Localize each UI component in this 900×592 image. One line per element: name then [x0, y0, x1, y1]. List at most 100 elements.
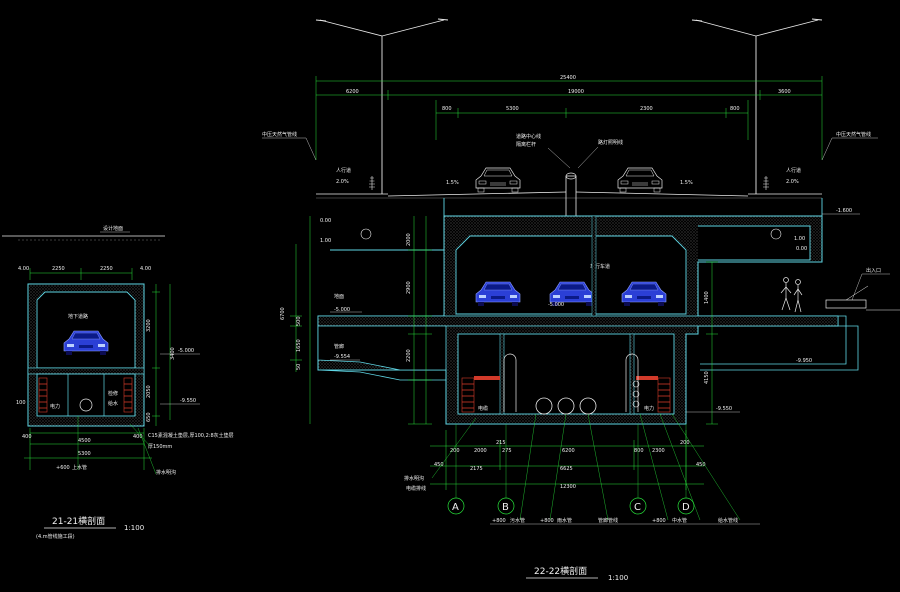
- label-left-outer: 中压天然气管线: [262, 131, 297, 138]
- bdim-9: 200: [680, 440, 690, 446]
- left-dim-bottom-1: 4500: [78, 438, 91, 444]
- level-pipe-right: -9.550: [716, 406, 732, 412]
- level-roof: -1.600: [836, 208, 852, 214]
- bdim-13: 12300: [560, 484, 576, 490]
- label-right-floor: 出入口: [866, 267, 881, 274]
- pedestrians: [780, 277, 803, 313]
- note-6: +800: [652, 518, 666, 524]
- left-vdim-f: 2200: [406, 349, 412, 362]
- street-lamp-right: [691, 18, 823, 194]
- left-vdim-b: 2900: [406, 281, 412, 294]
- left-vdim-c: 500: [296, 316, 302, 326]
- level-floor: -5.000: [548, 302, 564, 308]
- label-left-room: 电缆: [478, 405, 488, 412]
- note-5: 管廊管线: [598, 517, 618, 524]
- svg-text:上水管: 上水管: [72, 464, 87, 471]
- bdim-4: 275: [502, 448, 512, 454]
- label-right-walk: 人行道: [786, 167, 801, 174]
- left-level-lower: -9.550: [180, 398, 196, 404]
- note-1: +800: [492, 518, 506, 524]
- level-floor-2: -5.000: [334, 307, 350, 313]
- note-7: 中水管: [672, 517, 687, 524]
- label-right-slope: 2.0%: [786, 179, 799, 185]
- dim-left: 6200: [346, 89, 359, 95]
- note-3: +800: [540, 518, 554, 524]
- left-level-upper: -5.000: [178, 348, 194, 354]
- axis-label-d: D: [682, 502, 690, 513]
- left-vdim-4: 650: [146, 412, 152, 422]
- axis-label-c: C: [634, 502, 641, 513]
- main-title: 22-22横剖面: [534, 565, 587, 577]
- bdim-8: 2300: [652, 448, 665, 454]
- road-surface: [316, 191, 822, 199]
- left-note-2: 厚150mm: [148, 444, 172, 450]
- label-left-walk: 人行道: [336, 167, 351, 174]
- left-scale: 1:100: [124, 524, 144, 532]
- left-dim-right-top: 4.00: [140, 266, 151, 272]
- pipe-1: [535, 397, 553, 415]
- dim-sub-4: 800: [730, 106, 740, 112]
- svg-text:0.00: 0.00: [796, 246, 807, 252]
- axis-markers: [447, 497, 695, 515]
- left-vdim-3: 2050: [146, 385, 152, 398]
- bdim-10: 450: [696, 462, 706, 468]
- gallery-red-shelves: [461, 376, 671, 413]
- left-note-3: 排水明沟: [156, 469, 176, 476]
- strip-label: 电缆排线: [406, 485, 426, 492]
- bdim-6: 6200: [562, 448, 575, 454]
- left-dim-top-2: 2250: [100, 266, 113, 272]
- label-median-1: 道路中心线: [516, 133, 541, 140]
- axis-label-a: A: [452, 502, 459, 513]
- street-lamp-left: [315, 18, 449, 194]
- left-label-drain: 检修: [108, 390, 118, 397]
- left-title: 21-21横剖面: [52, 515, 105, 527]
- level-ramp: -9.950: [796, 358, 812, 364]
- pipe-gallery-cavity: [457, 333, 675, 415]
- left-vdim-a: 2000: [406, 233, 412, 246]
- dim-right: 3600: [778, 89, 791, 95]
- left-tunnel-cavity: [36, 291, 136, 369]
- left-subtitle: (4.m管线施工段): [36, 533, 75, 540]
- svg-text:+600: +600: [56, 465, 70, 471]
- main-scale: 1:100: [608, 574, 628, 582]
- note-2: 污水管: [510, 517, 525, 524]
- bdim-11: 2175: [470, 466, 483, 472]
- svg-text:400: 400: [22, 434, 32, 440]
- left-vdim-1: 3200: [146, 319, 152, 332]
- left-dim-left-top: 4.00: [18, 266, 29, 272]
- top-dimensions: [315, 76, 823, 160]
- dim-sub-1: 800: [442, 106, 452, 112]
- dim-sub-2: 5300: [506, 106, 519, 112]
- left-dim-top-1: 2250: [52, 266, 65, 272]
- left-pipe: [79, 398, 93, 412]
- left-red-shelves: [38, 377, 133, 413]
- svg-text:400: 400: [133, 434, 143, 440]
- bdim-1: 450: [434, 462, 444, 468]
- left-ground-label: 设计地面: [103, 225, 123, 232]
- left-section: 设计地面 2250 2250 4.00 4.00: [2, 225, 234, 540]
- right-vdim-b: 4150: [704, 371, 710, 384]
- label-right-outer: 中压天然气管线: [836, 131, 871, 138]
- label-lighting: 路灯照明线: [598, 139, 623, 146]
- left-vdim-2: 3400: [170, 347, 176, 360]
- svg-text:100: 100: [16, 400, 26, 406]
- note-4: 雨水管: [557, 517, 572, 524]
- dim-sub-3: 2300: [640, 106, 653, 112]
- main-section: 25400 6200 19000 3600 800 5300 2300 800 …: [262, 18, 900, 582]
- bdim-5: 215: [496, 440, 506, 446]
- note-8: 给水管线: [718, 517, 738, 524]
- svg-text:0.00: 0.00: [320, 218, 331, 224]
- svg-text:1.00: 1.00: [320, 238, 331, 244]
- svg-text:1.00: 1.00: [794, 236, 805, 242]
- dim-middle: 19000: [568, 89, 584, 95]
- note-0: 排水明沟: [404, 475, 424, 482]
- left-label-small-2: 给水: [108, 400, 118, 407]
- bdim-7: 800: [634, 448, 644, 454]
- label-median-2: 隔离栏杆: [516, 141, 536, 148]
- left-tunnel-label: 地下道路: [68, 313, 88, 320]
- left-lower-gallery: [36, 373, 136, 417]
- label-tunnel: 车行车道: [590, 263, 610, 270]
- bdim-2: 200: [450, 448, 460, 454]
- dim-overall: 25400: [560, 75, 576, 81]
